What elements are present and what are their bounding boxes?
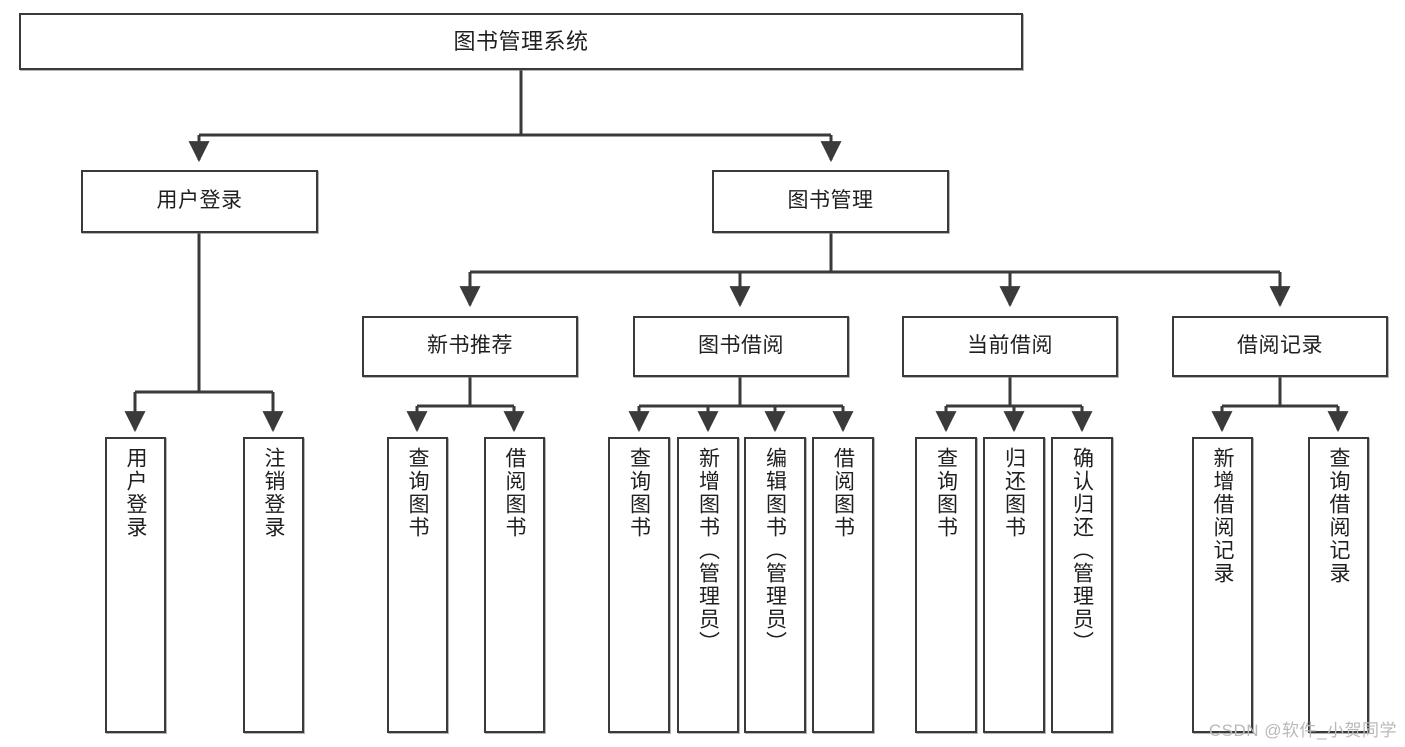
node-book-borrow[interactable]: 图书借阅 (633, 316, 849, 377)
node-label: 借阅图书 (831, 447, 855, 539)
node-label: 归还图书 (1002, 447, 1026, 539)
node-label: 借阅图书 (503, 447, 526, 539)
node-label: 图书借阅 (698, 334, 784, 358)
leaf-borrow-record-add-record[interactable]: 新增借阅记录 (1192, 437, 1253, 733)
node-label: 图书管理 (787, 189, 874, 213)
node-label: 用户登录 (156, 189, 243, 213)
node-borrow-record[interactable]: 借阅记录 (1172, 316, 1388, 377)
node-label: 当前借阅 (967, 334, 1053, 358)
node-label: 查询图书 (406, 447, 429, 539)
node-root-system[interactable]: 图书管理系统 (19, 13, 1023, 70)
node-label: 编辑图书（管理员） (763, 447, 787, 654)
leaf-new-book-borrow-book[interactable]: 借阅图书 (484, 437, 545, 733)
watermark-text: CSDN @软件_小贺同学 (1208, 721, 1397, 740)
leaf-book-borrow-query-book[interactable]: 查询图书 (608, 437, 670, 733)
node-book-management[interactable]: 图书管理 (712, 170, 949, 233)
node-label: 新增图书（管理员） (696, 447, 720, 654)
leaf-new-book-query-book[interactable]: 查询图书 (387, 437, 448, 733)
leaf-current-borrow-confirm-return-admin[interactable]: 确认归还（管理员） (1051, 437, 1113, 733)
node-user-login[interactable]: 用户登录 (81, 170, 318, 233)
leaf-current-borrow-query-book[interactable]: 查询图书 (915, 437, 977, 733)
leaf-book-borrow-borrow-book[interactable]: 借阅图书 (812, 437, 874, 733)
node-label: 新增借阅记录 (1211, 447, 1234, 585)
leaf-user-login-logout[interactable]: 注销登录 (243, 437, 304, 733)
node-new-book-recommend[interactable]: 新书推荐 (362, 316, 578, 377)
leaf-current-borrow-return-book[interactable]: 归还图书 (983, 437, 1045, 733)
node-label: 确认归还（管理员） (1070, 447, 1094, 654)
node-label: 新书推荐 (427, 334, 513, 358)
node-label: 查询图书 (627, 447, 651, 539)
node-label: 查询借阅记录 (1327, 447, 1350, 585)
node-label: 借阅记录 (1237, 334, 1323, 358)
leaf-user-login-login[interactable]: 用户登录 (105, 437, 166, 733)
node-label: 用户登录 (124, 447, 147, 539)
node-label: 查询图书 (934, 447, 958, 539)
node-label: 注销登录 (262, 447, 285, 539)
leaf-book-borrow-add-book-admin[interactable]: 新增图书（管理员） (677, 437, 739, 733)
leaf-book-borrow-edit-book-admin[interactable]: 编辑图书（管理员） (744, 437, 806, 733)
leaf-borrow-record-query-record[interactable]: 查询借阅记录 (1308, 437, 1369, 733)
node-current-borrow[interactable]: 当前借阅 (902, 316, 1118, 377)
node-label: 图书管理系统 (453, 28, 589, 54)
